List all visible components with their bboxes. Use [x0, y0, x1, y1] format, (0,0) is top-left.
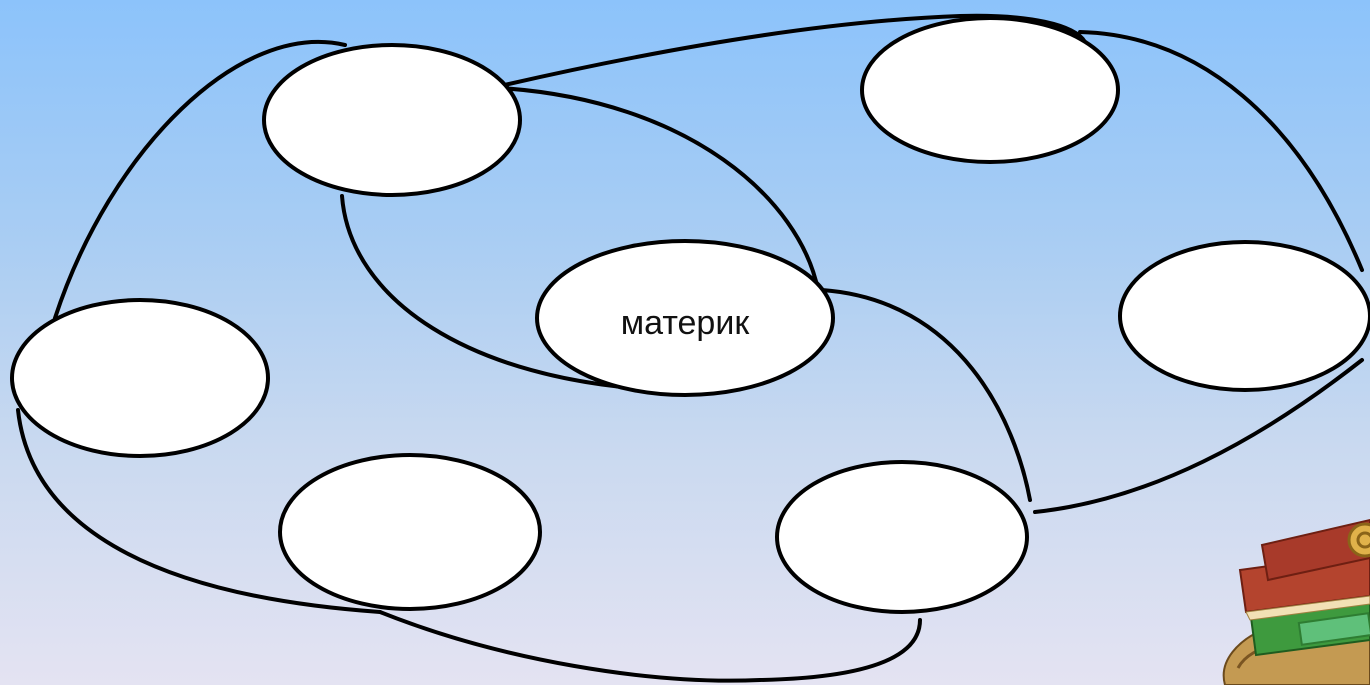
- connector-line: [498, 13, 1087, 88]
- connector-line: [1078, 30, 1364, 272]
- node-center: [535, 239, 835, 397]
- node-top-left: [262, 43, 522, 197]
- connector-line: [340, 194, 662, 392]
- center-node-label: материк: [540, 258, 830, 388]
- book-stack-icon: [1222, 518, 1370, 685]
- node-mid-right: [1118, 240, 1370, 392]
- node-bottom-right: [775, 460, 1029, 614]
- node-bottom-left: [278, 453, 542, 611]
- connector-line: [498, 86, 820, 292]
- center-node-text: материк: [620, 304, 750, 342]
- connector-line: [16, 408, 382, 614]
- node-top-right: [860, 16, 1120, 164]
- connector-line: [378, 610, 922, 683]
- connector-line: [53, 39, 347, 320]
- connector-line: [1033, 358, 1364, 514]
- node-mid-left: [10, 298, 270, 458]
- connector-line: [820, 288, 1032, 502]
